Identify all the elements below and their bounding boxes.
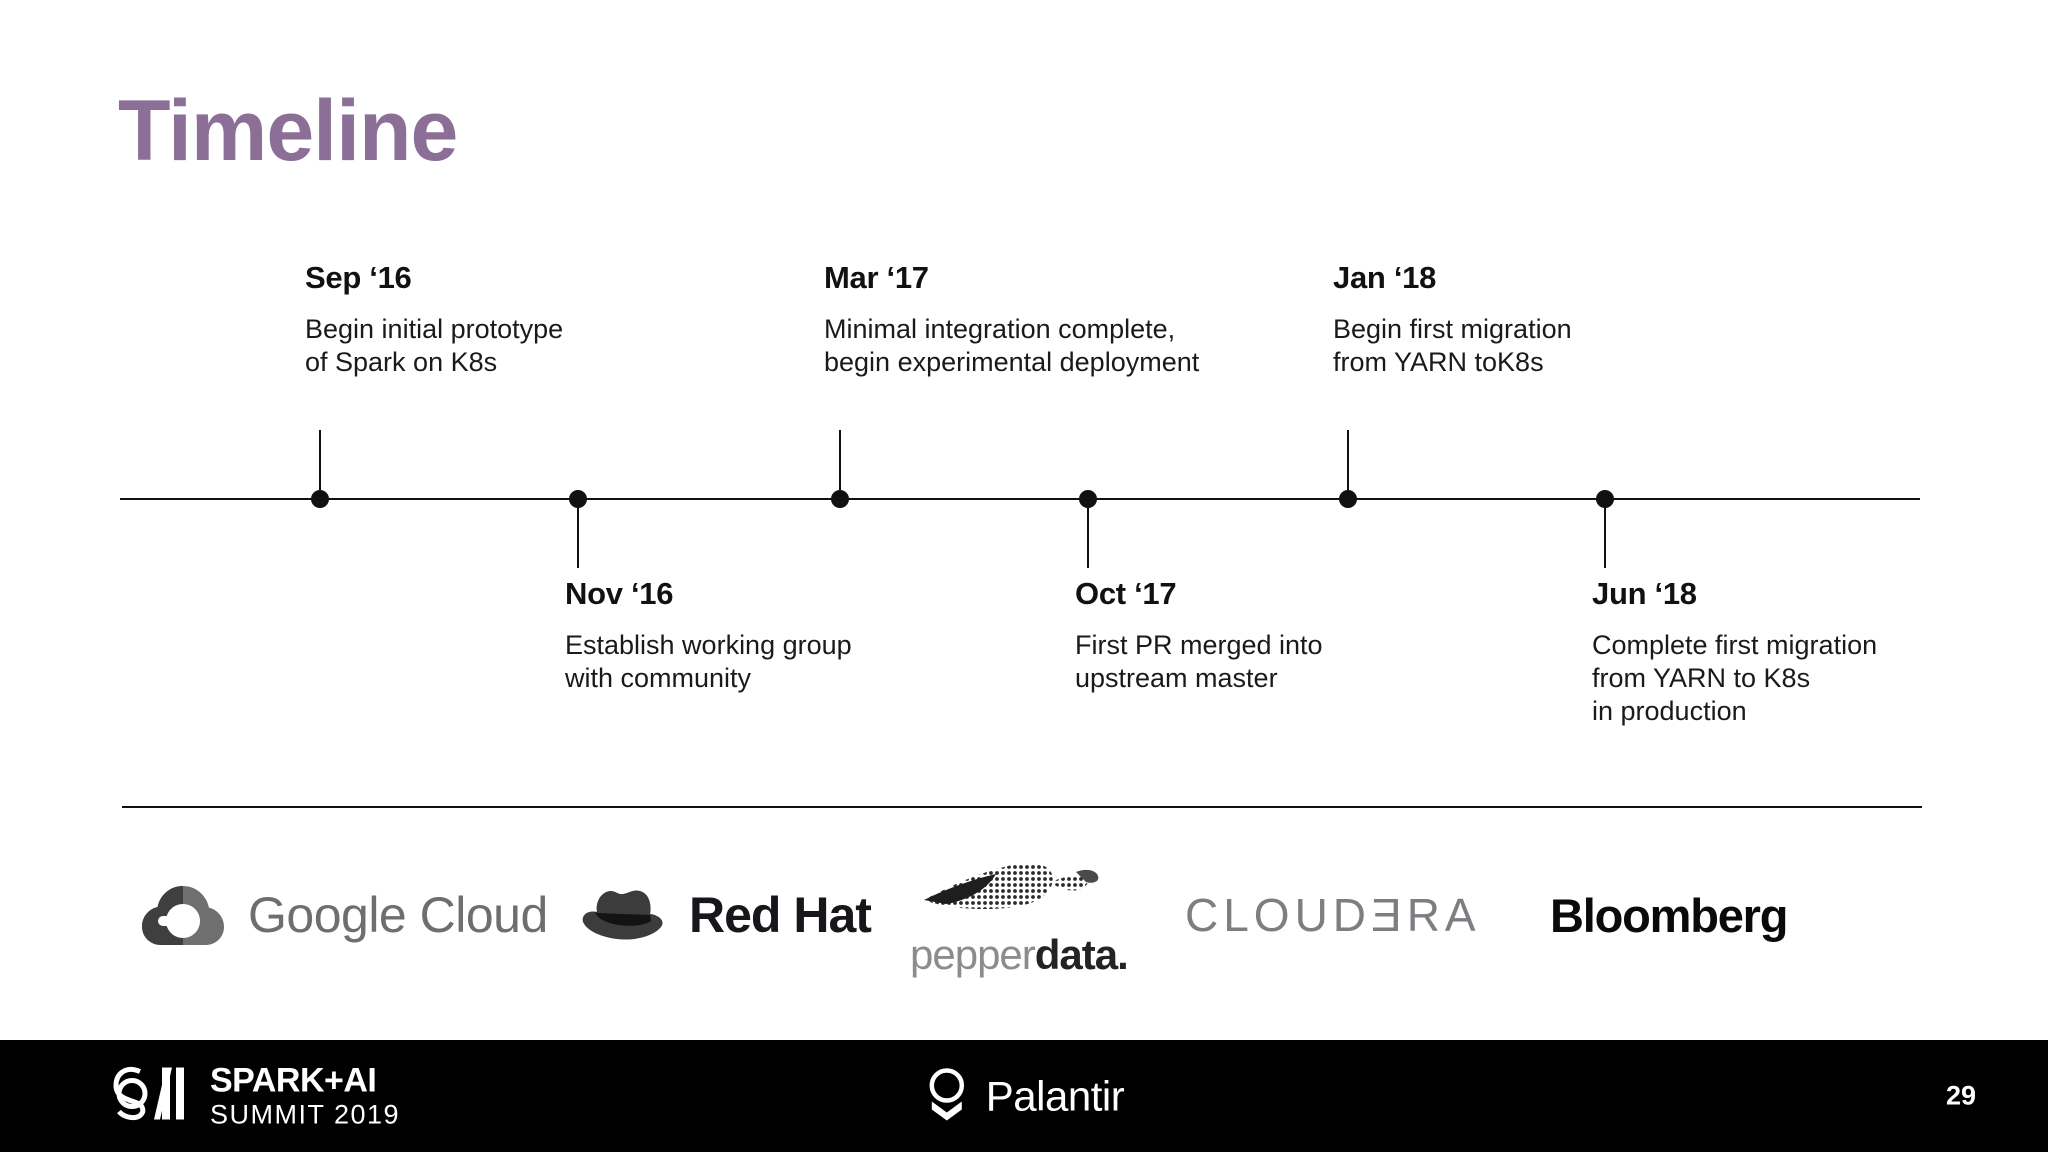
event-description: Begin initial prototype of Spark on K8s — [305, 314, 564, 377]
event-date: Oct ‘17 — [1075, 576, 1177, 611]
page-number: 29 — [1945, 1080, 1976, 1111]
logo-pepperdata: pepperdata. — [910, 835, 1129, 995]
timeline-stem — [1087, 498, 1089, 568]
palantir-wordmark: Palantir — [985, 1072, 1125, 1119]
footer-bar: SPARK+AI SUMMIT 2019 Palantir 29 — [0, 1040, 2048, 1152]
timeline-stem — [319, 430, 321, 500]
timeline-stem — [1347, 430, 1349, 500]
spark-summit-mark-icon — [110, 1058, 196, 1135]
logo-red-hat: Red Hat — [575, 835, 872, 995]
timeline-event: Mar ‘17 Minimal integration complete, be… — [824, 262, 1294, 379]
logo-google-cloud: Google Cloud — [140, 835, 548, 995]
timeline: Sep ‘16 Begin initial prototype of Spark… — [120, 262, 2048, 728]
timeline-node[interactable] — [1596, 490, 1614, 508]
event-description: First PR merged into upstream master — [1075, 630, 1323, 693]
timeline-event: Nov ‘16 Establish working group with com… — [565, 578, 1035, 695]
timeline-stem — [839, 430, 841, 500]
spark-ai-summit-logo: SPARK+AI SUMMIT 2019 — [110, 1058, 400, 1135]
timeline-node[interactable] — [1339, 490, 1357, 508]
timeline-event: Jan ‘18 Begin first migration from YARN … — [1333, 262, 1803, 379]
timeline-stem — [1604, 498, 1606, 568]
timeline-event: Sep ‘16 Begin initial prototype of Spark… — [305, 262, 775, 379]
timeline-axis — [120, 498, 1920, 500]
event-description: Minimal integration complete, begin expe… — [824, 314, 1200, 377]
timeline-stem — [577, 498, 579, 568]
summit-title-line1: SPARK+AI — [210, 1061, 377, 1100]
event-description: Begin first migration from YARN toK8s — [1333, 314, 1572, 377]
event-date: Jun ‘18 — [1592, 576, 1697, 611]
cloudera-wordmark: CLOUDƎRA — [1185, 889, 1481, 941]
pepperdata-wordmark: pepperdata. — [910, 930, 1129, 979]
red-hat-wordmark: Red Hat — [689, 887, 872, 943]
google-cloud-wordmark: Google Cloud — [248, 887, 548, 943]
event-date: Nov ‘16 — [565, 576, 674, 611]
logo-bloomberg: Bloomberg — [1550, 835, 1788, 995]
timeline-node[interactable] — [569, 490, 587, 508]
pepperdata-word-light: pepper — [910, 930, 1036, 978]
timeline-node[interactable] — [311, 490, 329, 508]
google-cloud-icon — [140, 880, 226, 951]
logo-cloudera: CLOUDƎRA — [1185, 835, 1481, 995]
timeline-node[interactable] — [831, 490, 849, 508]
palantir-logo: Palantir — [924, 1066, 1125, 1127]
event-description: Establish working group with community — [565, 630, 852, 693]
timeline-node[interactable] — [1079, 490, 1097, 508]
red-hat-fedora-icon — [575, 882, 671, 949]
pepperdata-word-bold: data. — [1034, 930, 1129, 978]
event-date: Jan ‘18 — [1333, 260, 1437, 295]
partner-logos: Google Cloud Red Hat — [120, 835, 1930, 995]
section-divider — [122, 806, 1922, 808]
summit-title-line2: SUMMIT 2019 — [210, 1099, 401, 1130]
timeline-event: Jun ‘18 Complete first migration from YA… — [1592, 578, 2048, 728]
palantir-mark-icon — [924, 1066, 970, 1127]
pepperdata-shell-icon — [910, 852, 1120, 929]
page-title: Timeline — [118, 83, 458, 179]
event-description: Complete first migration from YARN to K8… — [1592, 630, 1878, 726]
bloomberg-wordmark: Bloomberg — [1550, 888, 1788, 942]
event-date: Mar ‘17 — [824, 260, 929, 295]
timeline-event: Oct ‘17 First PR merged into upstream ma… — [1075, 578, 1545, 695]
event-date: Sep ‘16 — [305, 260, 412, 295]
